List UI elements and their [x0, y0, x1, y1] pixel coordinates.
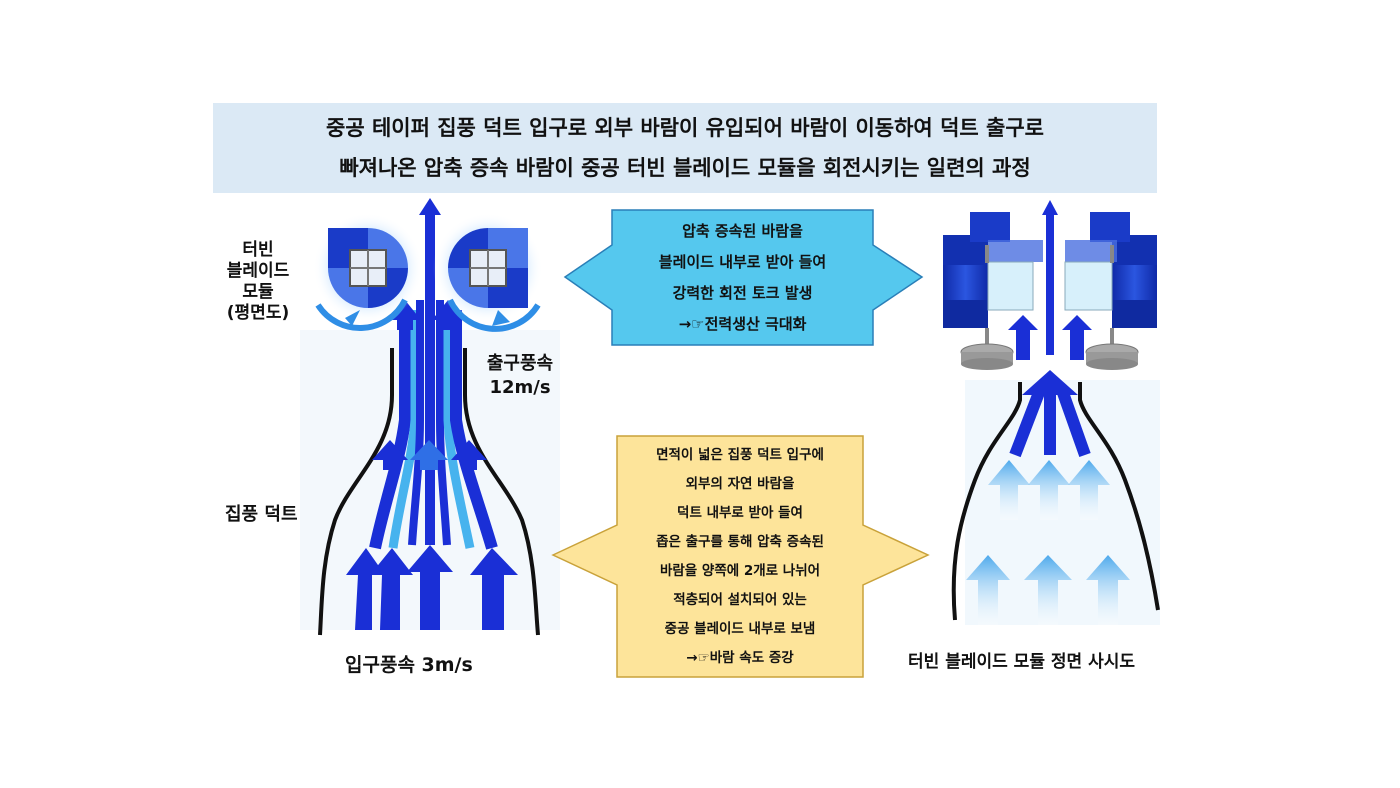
arrow [372, 440, 408, 470]
blade-top [988, 240, 1043, 262]
right-inlet-arrows [966, 460, 1130, 625]
rotation-arrow [315, 298, 408, 331]
arrow [451, 440, 487, 470]
right-outlet-arrows [1008, 200, 1092, 360]
right-flow-streams [1009, 370, 1091, 458]
arrow [419, 198, 441, 225]
yellow-callout-line: 덕트 내부로 받아 들여 [677, 505, 803, 521]
yellow-callout-line: 적층되어 설치되어 있는 [673, 592, 807, 608]
blade-top [1065, 240, 1117, 262]
blue-callout: 압축 증속된 바람을 블레이드 내부로 받아 들여 강력한 회전 토크 발생 →… [612, 212, 873, 344]
outlet-label: 출구풍속 [486, 353, 554, 374]
base-plate [1086, 358, 1138, 370]
rotation-arrow [447, 298, 541, 332]
left-duct-wall-right [463, 348, 540, 636]
blue-callout-line: 강력한 회전 토크 발생 [672, 284, 813, 302]
arrow [1028, 460, 1070, 520]
blade [1090, 212, 1130, 242]
blue-callout-line: 압축 증속된 바람을 [682, 222, 803, 240]
center-stream [1046, 215, 1054, 355]
flow-stream [408, 300, 424, 546]
arrow [432, 300, 464, 330]
blade-window [1064, 261, 1113, 311]
flow-stream [436, 300, 451, 546]
flow-stream [1056, 387, 1091, 458]
blue-callout-shape [563, 209, 924, 346]
yellow-callout-line: 면적이 넓은 집풍 덕트 입구에 [656, 447, 824, 463]
blade [943, 265, 988, 300]
shaft [985, 328, 989, 350]
left-blade-module-left [313, 213, 423, 331]
outlet-speed-label: 출구풍속 12m/s [470, 352, 570, 400]
blue-callout-line: →☞전력생산 극대화 [678, 315, 807, 333]
right-duct-wall-left [951, 382, 1022, 621]
arrow [988, 460, 1030, 520]
blade [1112, 300, 1157, 328]
blade-window [987, 261, 1034, 311]
arrow [346, 548, 385, 630]
rotation-arrowhead [345, 310, 360, 326]
shaft [1110, 328, 1114, 350]
module-label: 터빈 블레이드 모듈 (평면도) [218, 240, 298, 324]
arrow [966, 555, 1010, 625]
module-label-line: (평면도) [226, 303, 290, 323]
yellow-callout-line: 좁은 출구를 통해 압축 증속된 [656, 534, 824, 550]
arrow [1008, 315, 1038, 360]
header-line-1: 중공 테이퍼 집풍 덕트 입구로 외부 바람이 유입되어 바람이 이동하여 덕트… [326, 116, 1044, 140]
blade [970, 212, 1010, 242]
flow-stream [443, 310, 475, 549]
left-inlet-arrows [346, 545, 518, 630]
flow-stream [369, 310, 411, 550]
arrow [407, 545, 453, 630]
left-duct-wall-left [318, 348, 394, 636]
yellow-callout-line: 바람을 양쪽에 2개로 나뉘어 [659, 563, 821, 579]
shaft [1110, 245, 1114, 263]
header-banner: 중공 테이퍼 집풍 덕트 입구로 외부 바람이 유입되어 바람이 이동하여 덕트… [213, 103, 1157, 193]
yellow-callout-line: →☞바람 속도 증강 [686, 650, 794, 666]
arrow [410, 440, 448, 470]
blade [1112, 265, 1157, 300]
arrow [1042, 200, 1058, 215]
arrow [389, 300, 421, 330]
left-duct-diagram [300, 198, 560, 636]
right-caption: 터빈 블레이드 모듈 정면 사시도 [908, 652, 1135, 672]
duct-label: 집풍 덕트 [225, 504, 298, 525]
module-label-line: 터빈 [242, 240, 274, 260]
left-mid-arrows [372, 198, 487, 470]
arrow [470, 548, 518, 630]
rotation-arrowhead [492, 310, 510, 326]
inlet-speed-label: 입구풍속 3m/s [345, 654, 473, 676]
outlet-speed: 12m/s [489, 377, 551, 398]
module-label-line: 블레이드 [226, 261, 290, 281]
blade [943, 300, 988, 328]
module-label-line: 모듈 [242, 282, 274, 302]
right-duct-wall-right [1078, 382, 1160, 611]
arrow [1024, 555, 1072, 625]
base-plate [961, 358, 1013, 370]
flow-stream [450, 310, 498, 550]
left-flow-streams [369, 215, 498, 550]
left-blade-module-right [433, 213, 543, 332]
right-blade-module-left [943, 212, 1043, 370]
shaft [985, 245, 989, 263]
blue-callout-line: 블레이드 내부로 받아 들여 [658, 253, 827, 271]
yellow-callout: 면적이 넓은 집풍 덕트 입구에 외부의 자연 바람을 덕트 내부로 받아 들여… [617, 438, 863, 676]
flow-stream [388, 310, 420, 549]
yellow-callout-shape [551, 435, 930, 678]
right-perspective-diagram [943, 200, 1160, 625]
yellow-callout-line: 중공 블레이드 내부로 보냄 [664, 621, 816, 637]
arrow [1062, 315, 1092, 360]
flow-stream [1009, 387, 1046, 458]
arrow [1068, 460, 1110, 520]
arrow [1022, 370, 1078, 395]
arrow [370, 548, 413, 630]
header-line-2: 빠져나온 압축 증속 바람이 중공 터빈 블레이드 모듈을 회전시키는 일련의 … [339, 156, 1031, 180]
right-blade-module-right [1064, 212, 1157, 370]
arrow [1086, 555, 1130, 625]
yellow-callout-line: 외부의 자연 바람을 [685, 476, 795, 492]
